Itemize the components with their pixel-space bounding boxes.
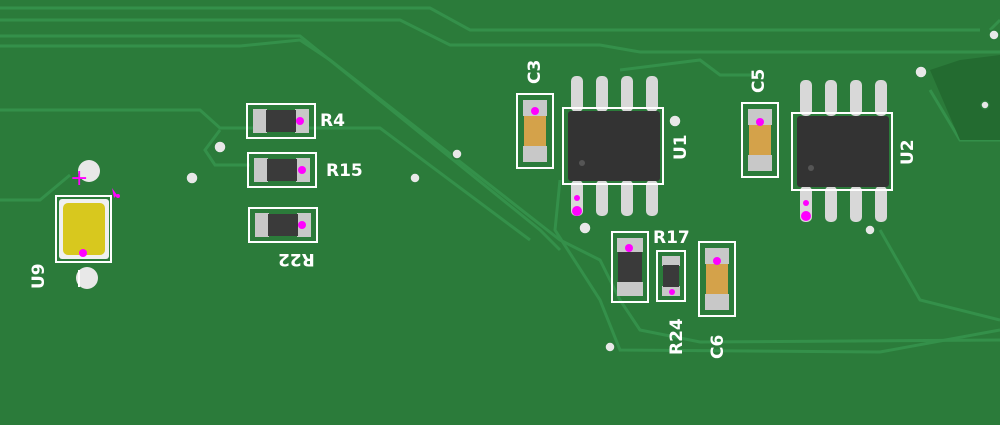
c6-footprint	[698, 241, 736, 317]
u1-footprint	[562, 76, 664, 216]
u9-footprint	[55, 160, 120, 289]
r22-footprint	[248, 207, 318, 243]
label-u2: U2	[898, 139, 918, 165]
copper-traces	[0, 6, 1000, 354]
c3-footprint	[516, 93, 554, 169]
u2-footprint	[791, 80, 893, 222]
label-r15: R15	[326, 161, 363, 181]
copper-void	[930, 55, 1000, 140]
label-c5: C5	[749, 68, 769, 93]
label-u9: U9	[29, 263, 49, 289]
r15-footprint	[247, 152, 317, 188]
label-c3: C3	[525, 59, 545, 84]
r17-footprint	[611, 231, 649, 303]
c5-footprint	[741, 102, 779, 178]
label-c6: C6	[708, 334, 728, 359]
vias	[185, 29, 1000, 353]
label-r17: R17	[653, 228, 690, 248]
u9-polarity-plus: +	[70, 166, 89, 191]
label-r24: R24	[667, 318, 687, 355]
label-r22: R22	[278, 249, 315, 269]
r4-footprint	[246, 103, 316, 139]
label-r4: R4	[320, 111, 345, 131]
label-u1: U1	[671, 134, 691, 160]
r24-footprint	[656, 250, 686, 302]
